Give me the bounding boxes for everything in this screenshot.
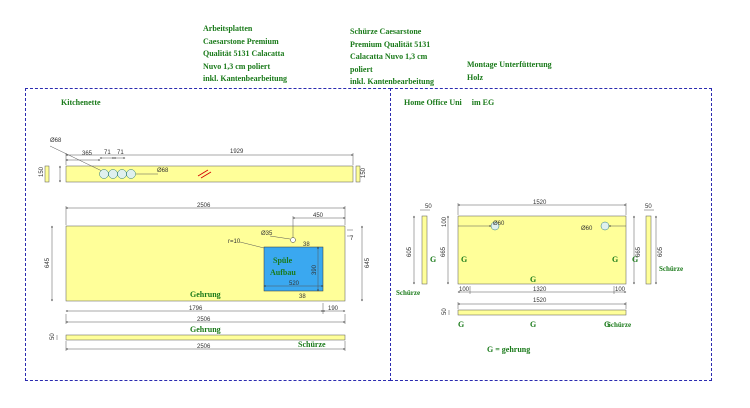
- office-side-label-left: Schürze: [396, 289, 420, 297]
- sink-label-2: Aufbau: [270, 268, 296, 277]
- sink-label-1: Spüle: [273, 256, 293, 265]
- home-office-frame: [390, 88, 712, 381]
- sink-width: 520: [289, 281, 300, 287]
- strip-hole-2: [108, 169, 118, 179]
- worktop-width: 2506: [197, 203, 211, 209]
- office-side-skirt-right: [645, 215, 652, 285]
- dim-450: 450: [313, 213, 324, 219]
- dim-71b: 71: [117, 150, 124, 156]
- dim-365: 365: [82, 151, 93, 157]
- office-edge-g-bottom: G: [530, 275, 536, 284]
- dim-2506-bottom: 2506: [197, 317, 211, 323]
- kitchen-skirt-panel: [65, 334, 346, 341]
- radius-label: r=10: [228, 239, 241, 245]
- cut-mark: [197, 169, 212, 179]
- sink-height: 390: [312, 264, 318, 275]
- home-office-title: Home Office Uni im EG: [404, 98, 495, 107]
- strip-hole-4: [126, 169, 136, 179]
- skirt-height: 50: [50, 333, 56, 340]
- worktop-edge-label: Gehrung: [190, 290, 221, 299]
- office-side-g-left: G: [430, 255, 436, 264]
- strip-height-right: 150: [361, 167, 367, 178]
- office-side-right-width: 50: [645, 204, 652, 210]
- dim-7: 7: [350, 236, 354, 242]
- office-dim-100-left: 100: [459, 287, 470, 293]
- sink-cutout: [263, 246, 324, 292]
- office-top-small-dim: 100: [442, 216, 448, 227]
- strip-hole-diameter: Ø68: [50, 138, 62, 144]
- kitchenette-title: Kitchenette: [61, 98, 101, 107]
- office-skirt-label: Schürze: [607, 321, 631, 329]
- office-side-skirt-left: [421, 215, 428, 285]
- dim-71a: 71: [104, 150, 111, 156]
- countertop-note: Arbeitsplatten Caesarstone Premium Quali…: [203, 24, 288, 83]
- office-width: 1520: [533, 200, 547, 206]
- office-skirt-g-center: G: [530, 320, 536, 329]
- dim-1929: 1929: [230, 149, 244, 155]
- office-height-inner-left: 665: [441, 246, 447, 257]
- tap-diameter: Ø35: [261, 231, 273, 237]
- office-side-g-right: G: [632, 255, 638, 264]
- office-dim-100-right: 100: [615, 287, 626, 293]
- office-height-inner-right: 665: [636, 246, 642, 257]
- worktop-edge-label-2: Gehrung: [190, 325, 221, 334]
- office-skirt-g-left: G: [458, 320, 464, 329]
- office-skirt-panel: [457, 309, 627, 316]
- tap-hole: [290, 237, 296, 243]
- office-skirt-width: 1520: [533, 298, 547, 304]
- worktop-height-right: 645: [365, 257, 371, 268]
- office-skirt-g-right: G: [604, 320, 610, 329]
- kitchen-skirt-label: Schürze: [298, 340, 326, 349]
- strip-height-left: 150: [39, 166, 45, 177]
- strip-hole-1: [99, 169, 109, 179]
- kitchen-strip-end-left: [44, 165, 50, 183]
- kitchen-strip-end-right: [355, 165, 361, 183]
- office-side-left-width: 50: [425, 204, 432, 210]
- office-edge-g-left: G: [461, 255, 467, 264]
- office-side-height-left: 605: [407, 246, 413, 257]
- office-hole-right-diameter: Ø60: [581, 226, 593, 232]
- dim-1796: 1796: [189, 306, 203, 312]
- strip-hole-diameter-inner: Ø68: [157, 168, 169, 174]
- office-side-height-right: 605: [658, 246, 664, 257]
- dim-bottom-38: 38: [299, 294, 306, 300]
- dim-190: 190: [328, 306, 339, 312]
- strip-hole-3: [117, 169, 127, 179]
- office-worktop-panel: [457, 215, 627, 285]
- office-dim-1320: 1320: [533, 287, 547, 293]
- legend: G = gehrung: [487, 345, 530, 354]
- backsplash-note: Schürze Caesarstone Premium Qualität 513…: [350, 27, 435, 86]
- office-edge-g-right: G: [612, 255, 618, 264]
- mounting-note: Montage Unterfütterung Holz: [467, 60, 552, 82]
- dim-38: 38: [303, 242, 310, 248]
- office-hole-left-diameter: Ø60: [493, 221, 505, 227]
- worktop-height-left: 645: [45, 257, 51, 268]
- office-side-label-right: Schürze: [659, 265, 683, 273]
- skirt-width: 2506: [197, 344, 211, 350]
- office-skirt-height: 50: [442, 308, 448, 315]
- office-hole-right: [600, 221, 610, 231]
- kitchen-strip-panel: [65, 165, 354, 183]
